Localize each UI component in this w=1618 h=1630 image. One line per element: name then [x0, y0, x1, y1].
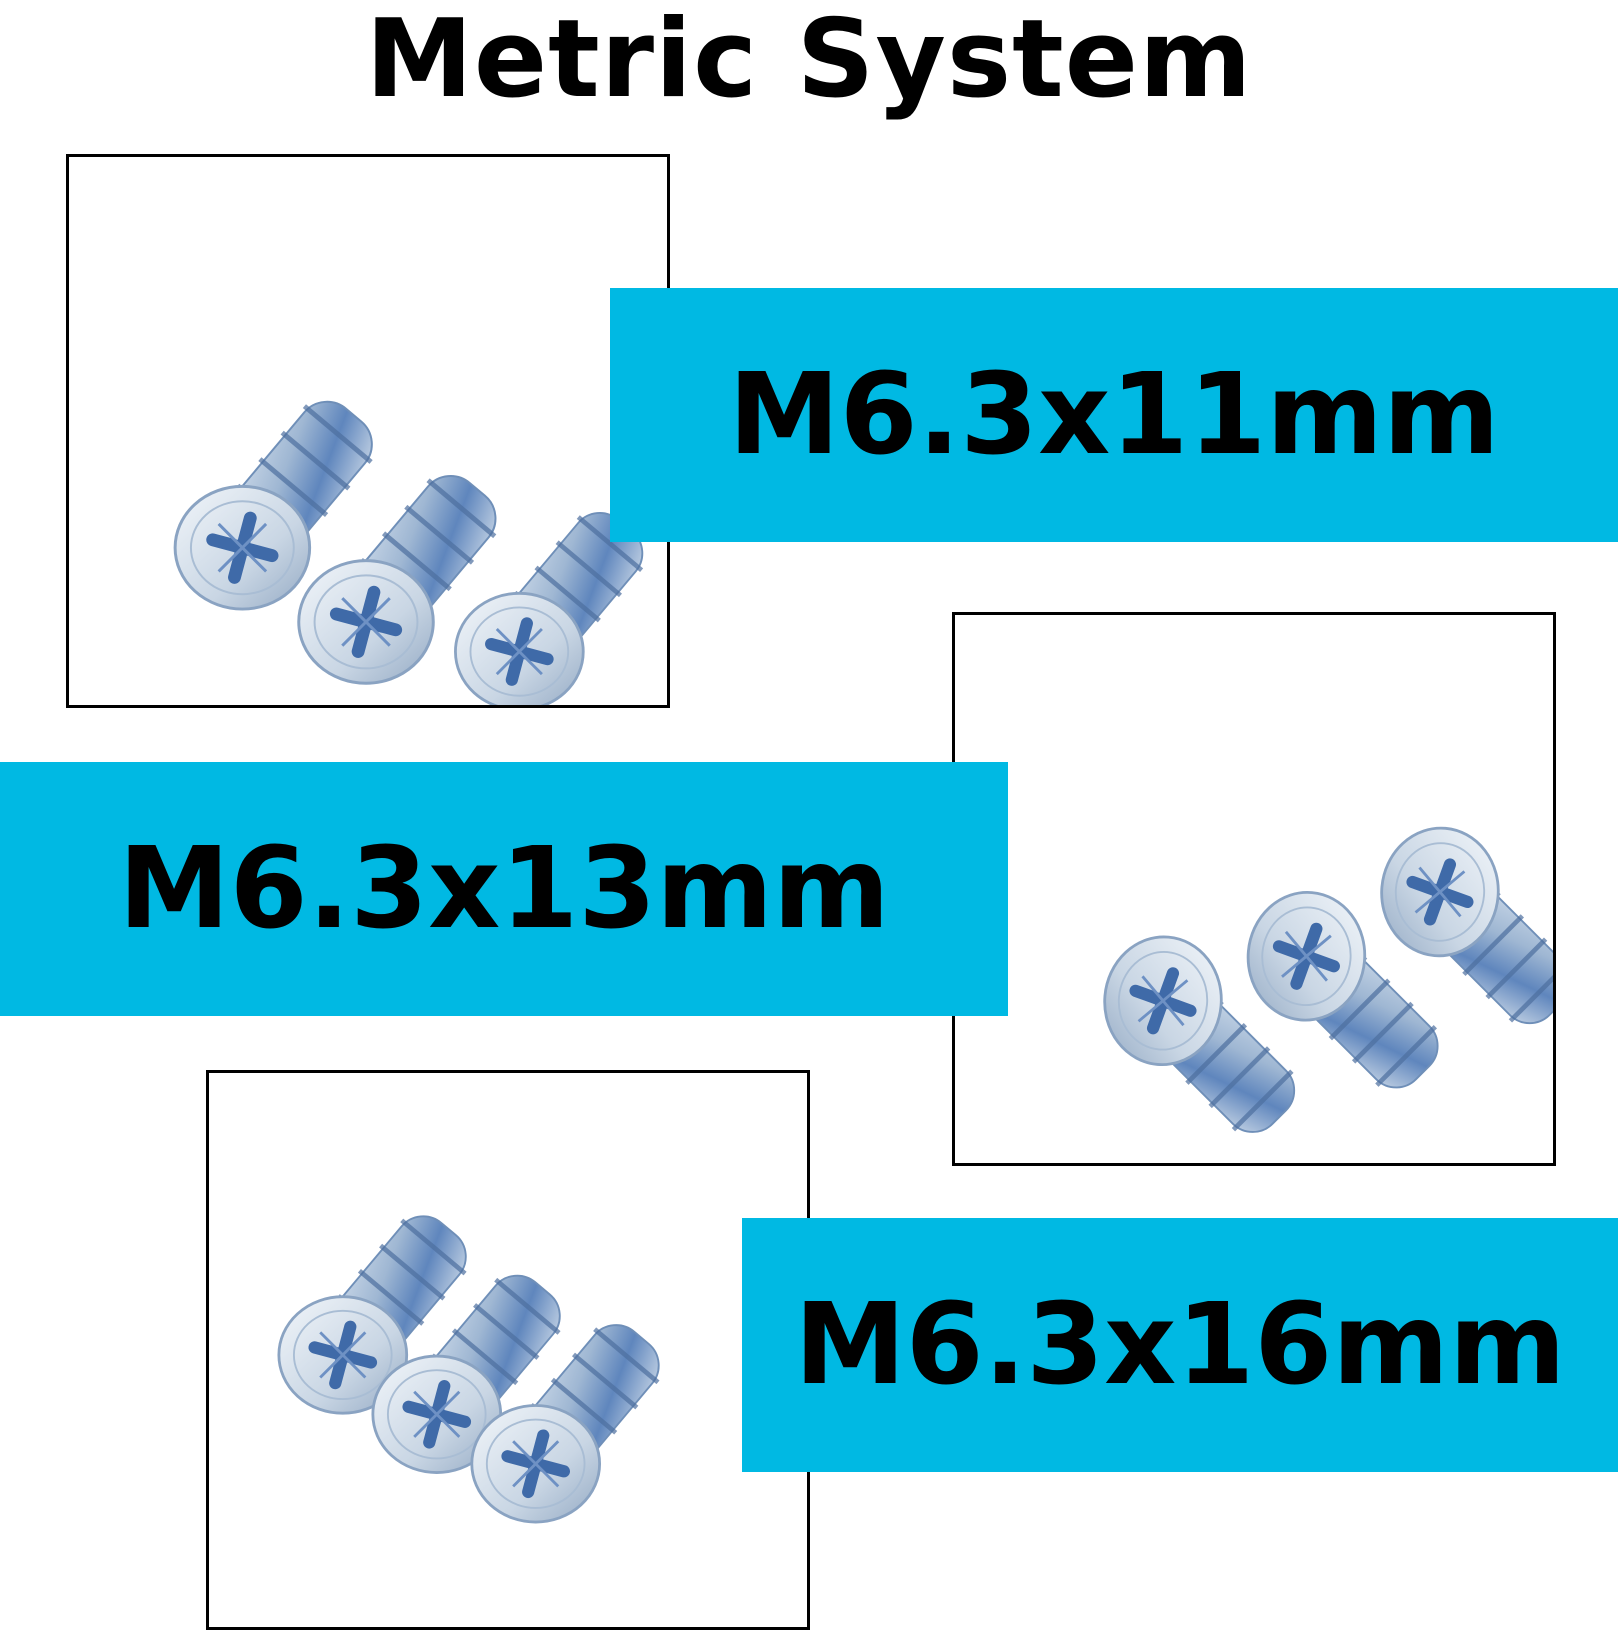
- screw-cluster-icon: [955, 615, 1553, 1163]
- screw-cluster-icon: [69, 157, 667, 705]
- product-label-band: M6.3x11mm: [610, 288, 1618, 542]
- product-image-frame: [66, 154, 670, 708]
- product-image-frame: [952, 612, 1556, 1166]
- page-title: Metric System: [365, 0, 1253, 122]
- product-label: M6.3x11mm: [728, 350, 1500, 480]
- product-label-band: M6.3x16mm: [742, 1218, 1618, 1472]
- product-label: M6.3x13mm: [118, 824, 890, 954]
- product-label-band: M6.3x13mm: [0, 762, 1008, 1016]
- product-image-frame: [206, 1070, 810, 1630]
- product-label: M6.3x16mm: [794, 1280, 1566, 1410]
- screw-cluster-icon: [209, 1073, 807, 1627]
